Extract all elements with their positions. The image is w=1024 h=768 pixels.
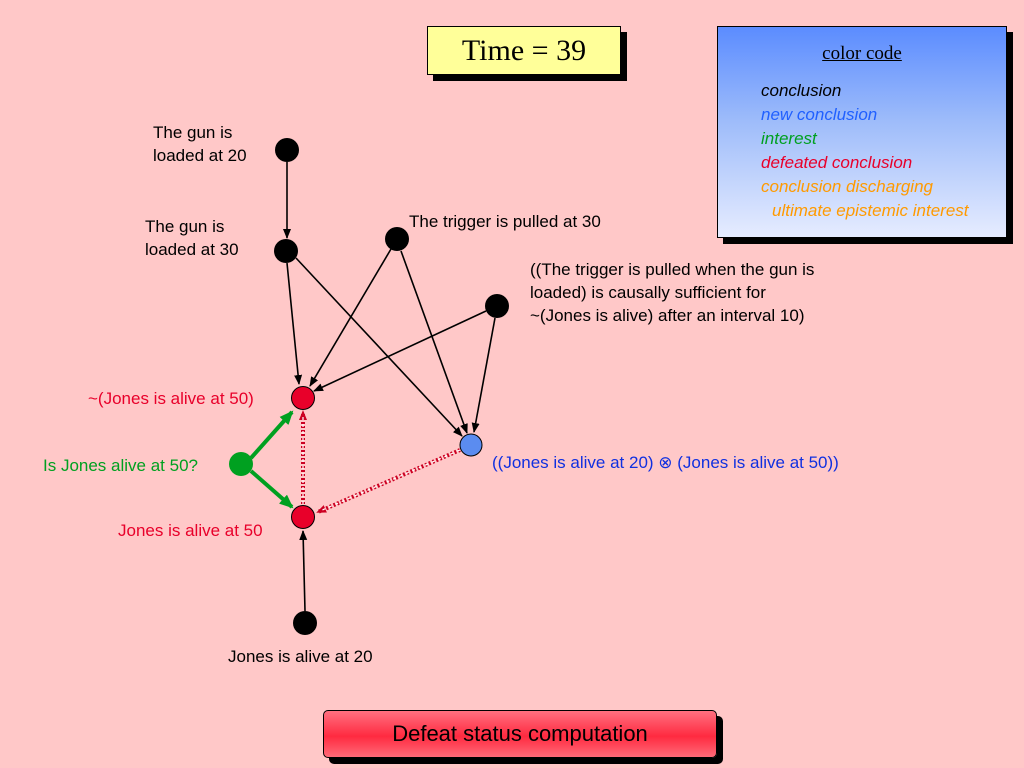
label-jones-alive-50: Jones is alive at 50 xyxy=(118,521,263,540)
edge-causal-to-not-alive50 xyxy=(313,310,487,392)
slide-footer-title: Defeat status computation xyxy=(323,710,717,758)
edge-gun30-to-not-alive50 xyxy=(286,262,303,385)
label-gun-loaded-30-line2: loaded at 30 xyxy=(145,240,239,259)
edge-trigger-to-not-alive50 xyxy=(309,248,392,387)
label-causal-sufficiency: ((The trigger is pulled when the gun is … xyxy=(530,258,814,327)
legend-title: color code xyxy=(822,43,902,64)
label-causal-line3: ~(Jones is alive) after an interval 10) xyxy=(530,306,805,325)
edge-trigger-to-conjunction xyxy=(400,250,468,434)
label-jones-alive-20: Jones is alive at 20 xyxy=(228,647,373,666)
legend-entry-conclusion-discharging: conclusion discharging xyxy=(761,177,933,196)
edge-interest-to-alive50 xyxy=(249,469,294,509)
legend-entry-conclusion: conclusion xyxy=(761,81,842,100)
edge-causal-to-conjunction xyxy=(471,317,496,433)
label-gun-loaded-20-line1: The gun is xyxy=(153,123,233,142)
footer-label: Defeat status computation xyxy=(392,721,648,746)
label-is-jones-alive-50: Is Jones alive at 50? xyxy=(43,456,198,475)
edge-gun30-to-conjunction xyxy=(295,257,463,437)
edge-alive20-to-alive50 xyxy=(299,530,308,612)
node-jones-alive-50 xyxy=(291,505,315,529)
label-causal-line2: loaded) is causally sufficient for xyxy=(530,283,766,302)
label-gun-loaded-20: The gun is loaded at 20 xyxy=(153,121,247,167)
edge-interest-to-not-alive50 xyxy=(249,410,294,460)
time-label: Time = 39 xyxy=(461,33,587,67)
time-indicator: Time = 39 xyxy=(427,26,621,75)
node-gun-loaded-30 xyxy=(274,239,298,263)
node-gun-loaded-20 xyxy=(275,138,299,162)
color-code-legend: color code conclusion new conclusion int… xyxy=(717,26,1007,238)
legend-entry-ultimate-epistemic-interest: ultimate epistemic interest xyxy=(772,201,969,220)
label-not-jones-alive-50: ~(Jones is alive at 50) xyxy=(88,389,254,408)
node-is-jones-alive-50 xyxy=(229,452,253,476)
label-gun-loaded-30-line1: The gun is xyxy=(145,217,225,236)
legend-entry-interest: interest xyxy=(761,129,817,148)
label-gun-loaded-30: The gun is loaded at 30 xyxy=(145,215,239,261)
legend-entry-defeated-conclusion: defeated conclusion xyxy=(761,153,913,172)
label-conjunction: ((Jones is alive at 20) ⊗ (Jones is aliv… xyxy=(492,453,839,472)
node-conjunction xyxy=(459,433,483,457)
label-trigger-pulled-30: The trigger is pulled at 30 xyxy=(409,212,601,231)
label-gun-loaded-20-line2: loaded at 20 xyxy=(153,146,247,165)
legend-entry-new-conclusion: new conclusion xyxy=(761,105,878,124)
node-causal-sufficiency xyxy=(485,294,509,318)
node-not-jones-alive-50 xyxy=(291,386,315,410)
defeat-link-conjunction-to-alive50-inner xyxy=(319,449,461,512)
node-trigger-pulled-30 xyxy=(385,227,409,251)
label-causal-line1: ((The trigger is pulled when the gun is xyxy=(530,260,815,279)
node-jones-alive-20 xyxy=(293,611,317,635)
